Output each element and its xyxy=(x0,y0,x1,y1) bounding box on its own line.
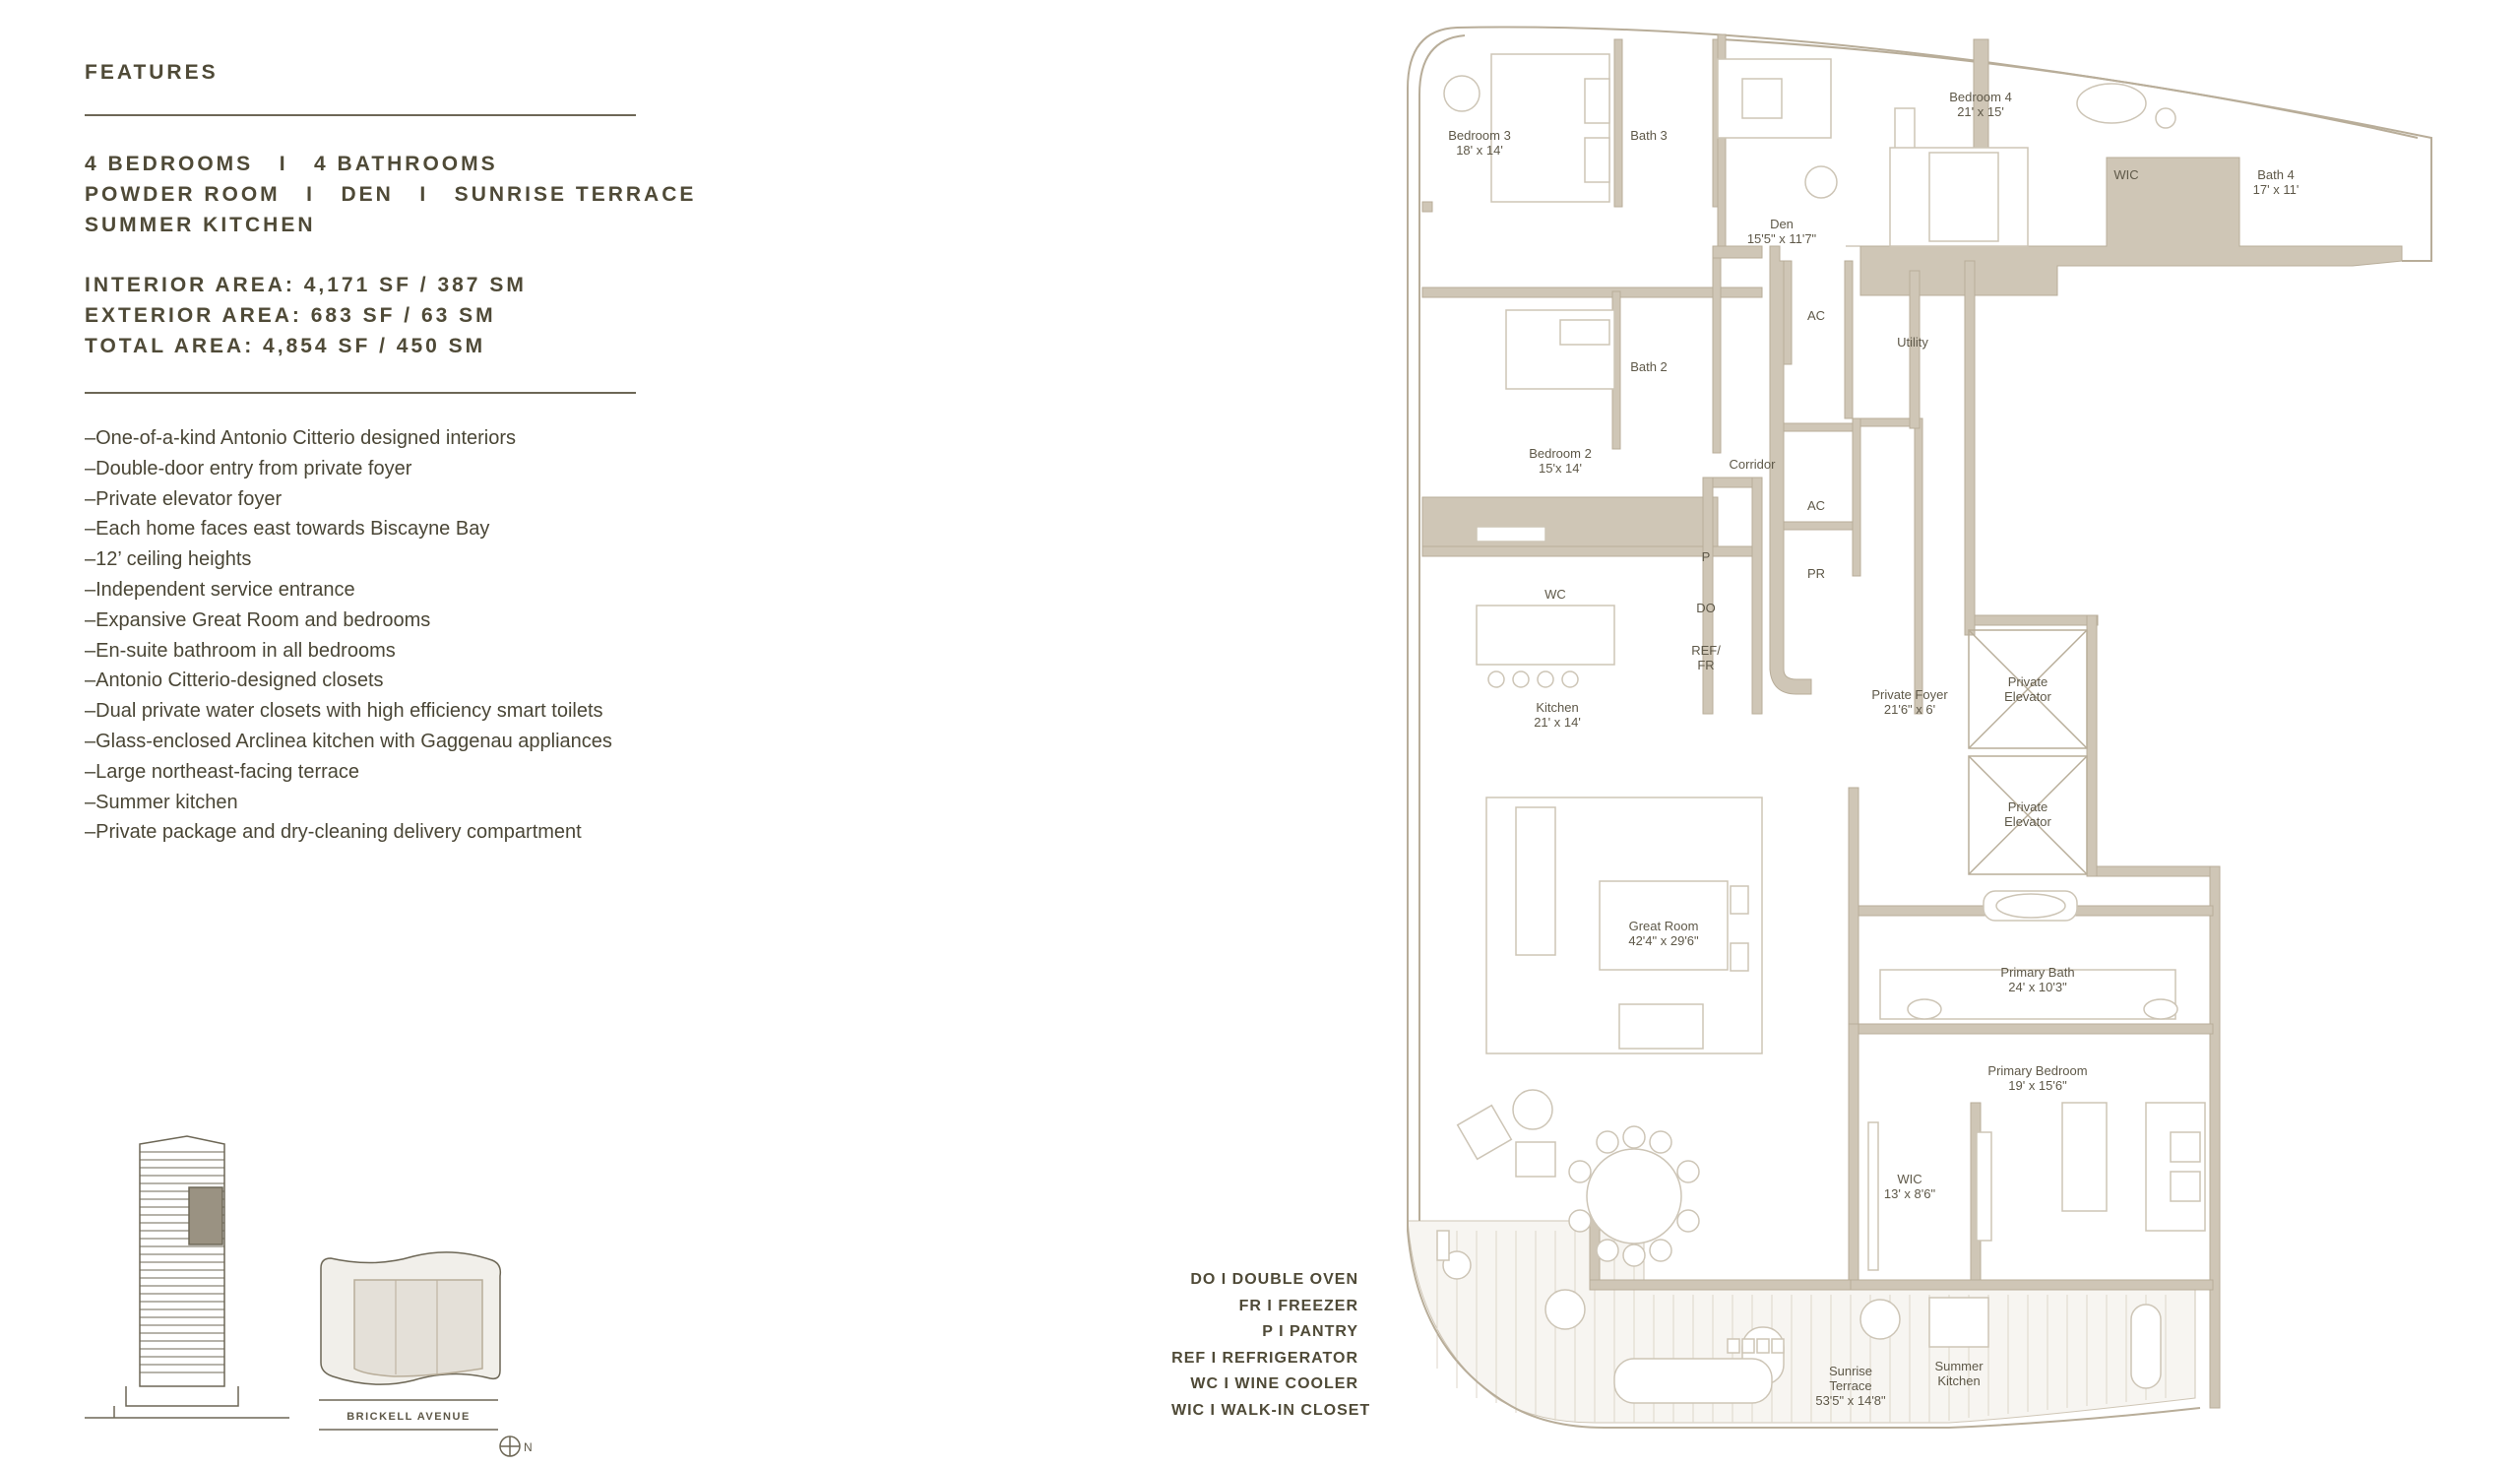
room-label: Utility xyxy=(1897,335,1928,350)
list-item: –Antonio Citterio-designed closets xyxy=(85,670,384,692)
list-item: –One-of-a-kind Antonio Citterio designed… xyxy=(85,427,517,449)
room-dimension: 15'5" x 11'7" xyxy=(1747,231,1817,246)
divider xyxy=(85,392,636,394)
spec-summary: 4 BEDROOMS I 4 BATHROOMS POWDER ROOM I D… xyxy=(85,149,696,240)
room-dimension: 21' x 14' xyxy=(1534,715,1581,730)
room-label: WIC xyxy=(2113,167,2138,182)
room-label: Corridor xyxy=(1730,457,1777,472)
room-label: Great Room xyxy=(1629,919,1699,933)
room-label: PR xyxy=(1807,566,1825,581)
list-item: –Expansive Great Room and bedrooms xyxy=(85,608,431,631)
legend-item: FR I FREEZER xyxy=(1238,1297,1358,1314)
tower-elevation xyxy=(85,1135,289,1419)
room-dimension: 17' x 11' xyxy=(2253,182,2300,197)
room-label: Bedroom 4 xyxy=(1949,90,2012,104)
room-label: AC xyxy=(1807,498,1825,513)
room-dimension: 24' x 10'3" xyxy=(2008,980,2067,994)
room-label: Den xyxy=(1770,217,1794,231)
legend-item: REF I REFRIGERATOR xyxy=(1171,1349,1358,1367)
list-item: –Summer kitchen xyxy=(85,791,238,813)
legend-item: WIC I WALK-IN CLOSET xyxy=(1171,1401,1371,1419)
list-item: –Private package and dry-cleaning delive… xyxy=(85,821,582,844)
list-item: –Double-door entry from private foyer xyxy=(85,457,412,479)
list-item: –Large northeast-facing terrace xyxy=(85,760,360,783)
room-label: Bath 4 xyxy=(2257,167,2295,182)
room-label: REF/ xyxy=(1691,643,1721,658)
room-dimension: 19' x 15'6" xyxy=(2008,1078,2067,1093)
room-dimension: 18' x 14' xyxy=(1456,143,1503,158)
list-item: –Independent service entrance xyxy=(85,578,355,601)
room-dimension: 21'6" x 6' xyxy=(1884,702,1935,717)
room-label: Private xyxy=(2008,674,2048,689)
area-line: INTERIOR AREA: 4,171 SF / 387 SM xyxy=(85,274,527,296)
elevator-shafts xyxy=(1968,629,2088,875)
key-plan: BRICKELL AVENUE N xyxy=(85,1135,533,1457)
room-label: AC xyxy=(1807,308,1825,323)
room-label: Elevator xyxy=(2004,814,2051,829)
room-label: Sunrise xyxy=(1829,1364,1872,1378)
room-label: Bedroom 2 xyxy=(1529,446,1592,461)
room-label: Primary Bath xyxy=(2000,965,2074,980)
list-item: –Each home faces east towards Biscayne B… xyxy=(85,518,490,541)
room-label: Kitchen xyxy=(1536,700,1578,715)
room-dimension: 53'5" x 14'8" xyxy=(1815,1393,1886,1408)
abbreviation-legend: DO I DOUBLE OVEN FR I FREEZER P I PANTRY… xyxy=(1171,1267,1371,1424)
room-labels: Bedroom 3 18' x 14' Bath 3 Den 15'5" x 1… xyxy=(1448,90,2299,1408)
room-label: WC xyxy=(1544,587,1566,602)
list-item: –Private elevator foyer xyxy=(85,487,283,510)
room-label: Bedroom 3 xyxy=(1448,128,1511,143)
list-item: –Glass-enclosed Arclinea kitchen with Ga… xyxy=(85,730,612,752)
room-label: WIC xyxy=(1897,1172,1922,1186)
area-line: TOTAL AREA: 4,854 SF / 450 SM xyxy=(85,335,486,357)
room-dimension: 21' x 15' xyxy=(1957,104,2004,119)
features-title: FEATURES xyxy=(85,61,219,84)
area-line: EXTERIOR AREA: 683 SF / 63 SM xyxy=(85,304,496,327)
room-label: Primary Bedroom xyxy=(1987,1063,2087,1078)
spec-line: 4 BEDROOMS I 4 BATHROOMS xyxy=(85,153,498,175)
room-label: DO xyxy=(1696,601,1716,615)
room-dimension: 15'x 14' xyxy=(1539,461,1582,476)
room-label: Bath 2 xyxy=(1630,359,1668,374)
list-item: –En-suite bathroom in all bedrooms xyxy=(85,639,396,662)
street-label: BRICKELL AVENUE xyxy=(346,1411,471,1423)
room-dimension: 42'4" x 29'6" xyxy=(1628,933,1699,948)
site-plan xyxy=(319,1251,502,1431)
room-label: P xyxy=(1702,549,1711,564)
room-label: Private Foyer xyxy=(1871,687,1948,702)
floor-plan: Bedroom 3 18' x 14' Bath 3 Den 15'5" x 1… xyxy=(1407,26,2432,1429)
exterior-wall xyxy=(1407,26,2432,1429)
terrace-deck xyxy=(1407,1220,2196,1424)
spec-line: POWDER ROOM I DEN I SUNRISE TERRACE xyxy=(85,183,697,206)
north-arrow-icon xyxy=(499,1435,521,1457)
divider xyxy=(85,114,636,116)
area-summary: INTERIOR AREA: 4,171 SF / 387 SM EXTERIO… xyxy=(85,270,527,361)
room-label: Terrace xyxy=(1829,1378,1871,1393)
room-label: Private xyxy=(2008,799,2048,814)
legend-item: WC I WINE COOLER xyxy=(1190,1375,1358,1392)
list-item: –Dual private water closets with high ef… xyxy=(85,700,603,723)
furniture xyxy=(1436,53,2206,1404)
legend-item: P I PANTRY xyxy=(1262,1323,1358,1340)
list-item: –12’ ceiling heights xyxy=(85,548,252,571)
room-label: Kitchen xyxy=(1937,1373,1980,1388)
room-label: Elevator xyxy=(2004,689,2051,704)
room-dimension: 13' x 8'6" xyxy=(1884,1186,1936,1201)
room-label: Summer xyxy=(1934,1359,1984,1373)
north-label: N xyxy=(524,1440,533,1454)
legend-item: DO I DOUBLE OVEN xyxy=(1190,1271,1358,1288)
feature-list: –One-of-a-kind Antonio Citterio designed… xyxy=(85,423,612,848)
room-label: Bath 3 xyxy=(1630,128,1668,143)
spec-line: SUMMER KITCHEN xyxy=(85,214,316,236)
room-label: FR xyxy=(1697,658,1714,672)
